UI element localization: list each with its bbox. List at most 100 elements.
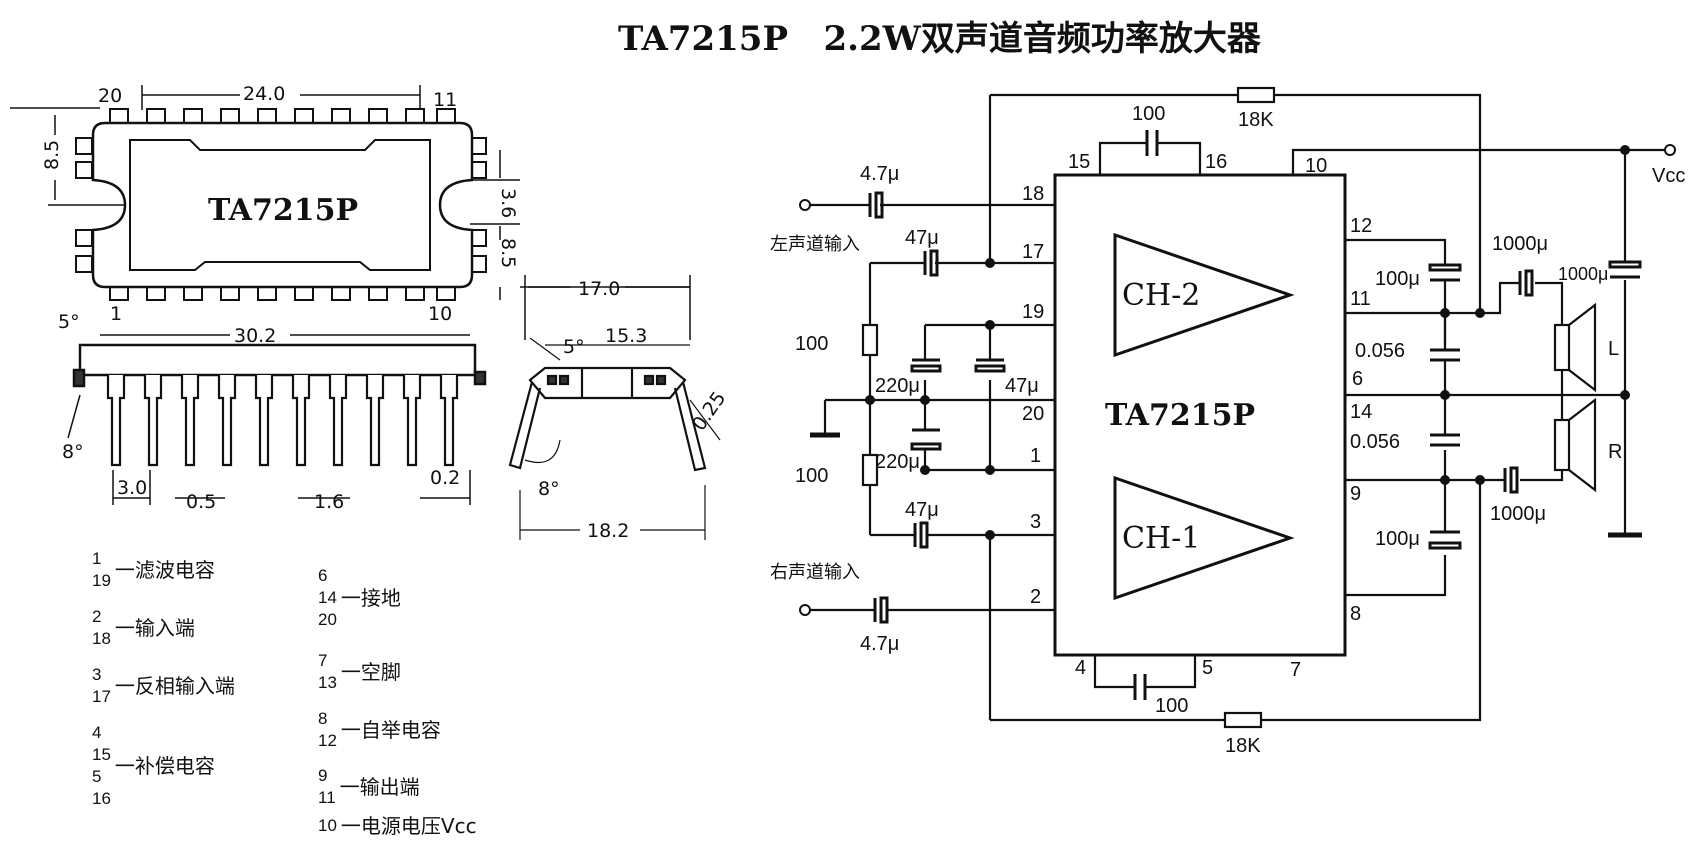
legend-description: 一自举电容 — [340, 718, 441, 742]
value-c-bot: 100 — [1155, 695, 1188, 717]
side-view-lead — [106, 375, 126, 467]
value-c220a: 220μ — [875, 375, 920, 397]
pin-8: 8 — [1350, 603, 1361, 625]
title: TA7215P 2.2W双声道音频功率放大器 — [618, 19, 1262, 59]
speaker-r-label: R — [1608, 441, 1622, 463]
vcc-label: Vcc — [1652, 165, 1685, 187]
dim-24: 24.0 — [243, 83, 285, 105]
legend-pin-number: 17 — [92, 687, 111, 706]
legend-pin-number: 16 — [92, 789, 111, 808]
value-c-in-r: 4.7μ — [860, 633, 899, 655]
amp-ch2 — [1113, 232, 1295, 358]
dim-3-0: 3.0 — [117, 477, 147, 499]
legend-pin-number: 8 — [318, 709, 328, 728]
value-c-056b: 0.056 — [1350, 431, 1400, 453]
package-end-view — [508, 337, 721, 540]
speaker-l-label: L — [1608, 338, 1619, 360]
pin-4: 4 — [1075, 657, 1086, 679]
ic-label: TA7215P — [1105, 398, 1255, 433]
dim-5-deg-left: 5° — [58, 311, 80, 333]
junction-dots — [865, 145, 1630, 540]
side-view-lead — [254, 375, 274, 467]
legend-pin-number: 7 — [318, 651, 328, 670]
legend-pin-number: 20 — [318, 610, 337, 629]
legend-description: 一输出端 — [339, 775, 420, 799]
value-c-vcc: 1000μ — [1558, 264, 1608, 284]
value-c-in-l: 4.7μ — [860, 163, 899, 185]
legend-pin-number: 5 — [92, 767, 102, 786]
capacitors — [868, 130, 1642, 700]
pin-5: 5 — [1202, 657, 1213, 679]
value-c-17: 47μ — [905, 227, 939, 249]
value-r100b: 100 — [795, 465, 828, 487]
value-c-out-r: 1000μ — [1490, 503, 1546, 525]
value-c-3: 47μ — [905, 499, 939, 521]
dim-18-2: 18.2 — [587, 520, 629, 542]
dim-17: 17.0 — [578, 278, 620, 300]
amplifier-triangles — [1113, 232, 1295, 601]
pin-10: 10 — [1305, 155, 1327, 177]
left-input-label: 左声道输入 — [770, 234, 860, 255]
legend-pin-number: 1 — [92, 549, 102, 568]
resistors — [861, 86, 1276, 729]
pin-12: 12 — [1350, 215, 1372, 237]
legend-pin-number: 12 — [318, 731, 337, 750]
value-r-top: 18K — [1238, 109, 1274, 131]
value-c220b: 220μ — [875, 451, 920, 473]
legend-pin-number: 19 — [92, 571, 111, 590]
package-dimension-lines — [10, 85, 691, 340]
pin-label-1: 1 — [110, 303, 122, 325]
legend-description: 一补偿电容 — [114, 754, 215, 778]
legend-pin-number: 9 — [318, 766, 328, 785]
side-view-lead — [402, 375, 422, 467]
heat-sink-outline — [129, 139, 431, 271]
package-chip-label: TA7215P — [208, 193, 358, 228]
dim-15-3: 15.3 — [605, 325, 647, 347]
dim-3-6: 3.6 — [497, 188, 519, 218]
schematic-wires — [810, 93, 1665, 722]
legend-pin-number: 11 — [318, 788, 336, 807]
legend-pin-number: 14 — [318, 588, 337, 607]
side-view-lead — [217, 375, 237, 467]
legend-description: 一反相输入端 — [114, 674, 235, 698]
side-view-leads — [106, 375, 459, 467]
pin-11: 11 — [1350, 288, 1371, 310]
value-c-12: 100μ — [1375, 268, 1420, 290]
dim-8-5-left: 8.5 — [41, 140, 63, 170]
ch1-label: CH-1 — [1122, 521, 1200, 556]
pin-19: 19 — [1022, 301, 1044, 323]
pin-18: 18 — [1022, 183, 1044, 205]
dim-0-25: 0.25 — [688, 388, 730, 435]
value-r100a: 100 — [795, 333, 828, 355]
legend-pin-number: 2 — [92, 607, 102, 626]
side-view-lead — [439, 375, 459, 467]
dim-0-5: 0.5 — [186, 491, 216, 513]
dim-8-deg-left: 8° — [62, 441, 84, 463]
pin-16: 16 — [1205, 151, 1227, 173]
side-view-lead — [328, 375, 348, 467]
value-c-top: 100 — [1132, 103, 1165, 125]
value-r-bot: 18K — [1225, 735, 1261, 757]
legend-pin-number: 18 — [92, 629, 111, 648]
resistor-100-b — [861, 453, 879, 487]
side-view-lead — [365, 375, 385, 467]
amp-ch1 — [1113, 475, 1295, 601]
resistor-18k-top — [1236, 86, 1276, 104]
value-c-056a: 0.056 — [1355, 340, 1405, 362]
resistor-18k-bottom — [1223, 711, 1263, 729]
right-input-label: 右声道输入 — [770, 562, 860, 583]
dim-30-2: 30.2 — [234, 325, 276, 347]
legend-description: 一接地 — [340, 586, 401, 610]
value-c-8: 100μ — [1375, 528, 1420, 550]
pin-label-10: 10 — [428, 303, 452, 325]
package-top-view — [75, 108, 487, 301]
pin-7: 7 — [1290, 659, 1301, 681]
legend-description: 一滤波电容 — [114, 558, 215, 582]
